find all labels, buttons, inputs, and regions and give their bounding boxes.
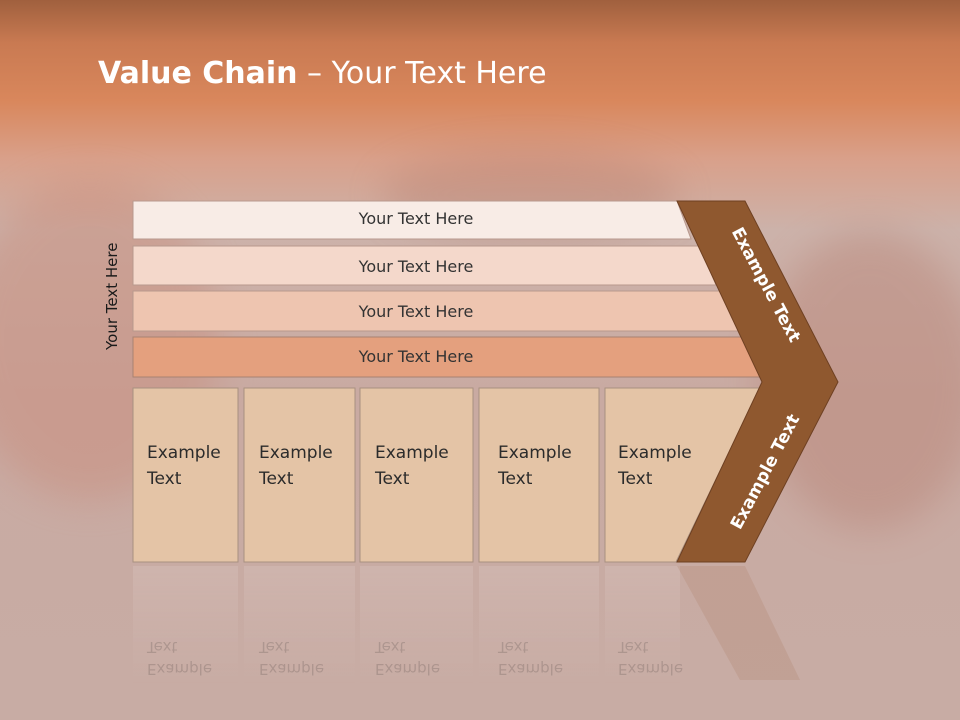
row-label: Your Text Here: [358, 257, 474, 276]
reflection: [133, 566, 800, 686]
margin-chevron: [676, 200, 839, 563]
support-activity-bar: [132, 200, 692, 240]
row-label: Your Text Here: [358, 209, 474, 228]
primary-activity-box: [478, 387, 600, 563]
primary-activity-box: [604, 387, 761, 563]
primary-activity-box: [132, 387, 239, 563]
primary-activity-box: [359, 387, 474, 563]
page-title: Value Chain – Your Text Here: [98, 56, 547, 91]
row-label: Your Text Here: [358, 347, 474, 366]
row-label: Your Text Here: [358, 302, 474, 321]
primary-activity-box: [243, 387, 356, 563]
